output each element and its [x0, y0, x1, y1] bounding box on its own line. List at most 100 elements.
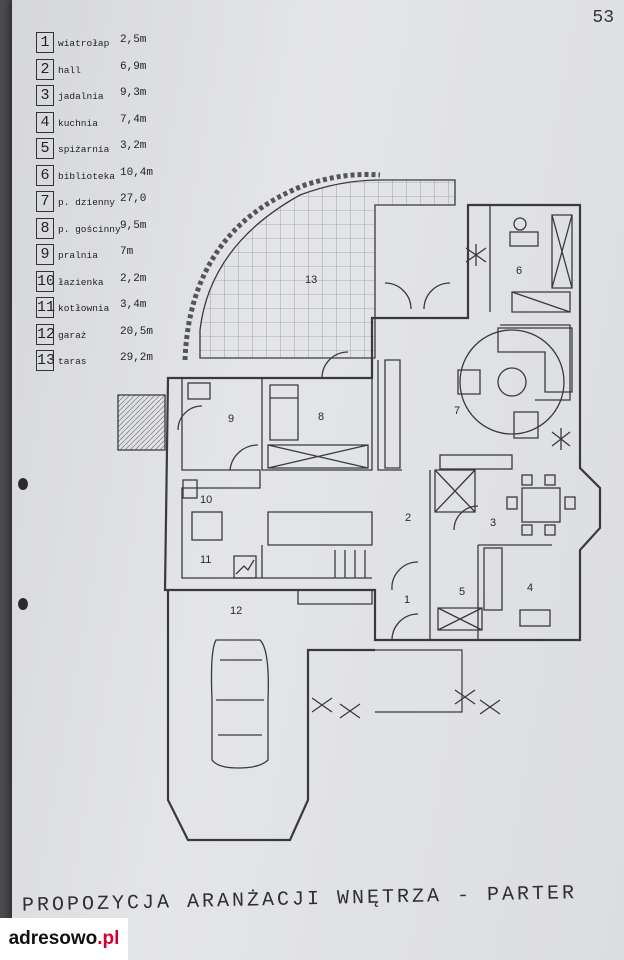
plant: [311, 244, 571, 719]
plan-label: 6: [516, 265, 522, 277]
legend-room-area: 2,2m: [120, 272, 147, 285]
armchair: [513, 411, 539, 439]
wall-line: [181, 378, 372, 579]
dining-chair: [521, 474, 533, 486]
legend-row: 2 hall 6,9m: [36, 57, 196, 84]
legend-room-name: pralnia: [58, 250, 98, 261]
car: [210, 639, 269, 769]
legend-room-name: p. gościnny: [58, 223, 121, 235]
plan-label: 10: [200, 494, 212, 506]
wall-line: [377, 360, 402, 471]
door-swing: [321, 351, 349, 379]
legend-room-name: kuchnia: [58, 117, 98, 129]
door-swing: [229, 444, 259, 471]
legend-number: 10: [36, 270, 56, 292]
plan-label: 1: [404, 594, 410, 606]
closet: [384, 359, 401, 469]
legend-room-name: taras: [58, 356, 87, 367]
plan-label: 8: [318, 411, 324, 423]
legend-number: 4: [36, 111, 54, 133]
watermark-tld: .pl: [97, 928, 120, 949]
door-swing: [391, 561, 419, 591]
staircase: [334, 550, 366, 578]
plan-label: 11: [200, 554, 211, 566]
legend-room-area: 2,5m: [120, 34, 147, 46]
legend-room-area: 9,3m: [120, 87, 147, 99]
legend-room-name: biblioteka: [58, 170, 116, 182]
kitchen-counter: [439, 454, 513, 470]
legend-number: 7: [36, 191, 54, 212]
page-number: 53: [592, 8, 614, 28]
washer: [187, 382, 211, 400]
plan-label: 12: [230, 605, 242, 617]
legend-row: 6 biblioteka 10,4m: [36, 163, 196, 190]
dining-chair: [544, 474, 556, 486]
legend-room-name: garaż: [58, 329, 87, 341]
legend-row: 4 kuchnia 7,4m: [36, 110, 196, 137]
plan-label: 5: [459, 586, 465, 598]
closet: [434, 469, 476, 513]
legend-room-name: p. dzienny: [58, 197, 116, 208]
legend-room-area: 3,2m: [120, 140, 147, 152]
sofa: [497, 327, 573, 393]
entry-fence: [308, 649, 463, 713]
legend-room-area: 6,9m: [120, 60, 147, 73]
closet: [267, 444, 369, 469]
wall-line: [261, 378, 373, 471]
legend-number: 5: [36, 138, 54, 159]
terrace-curve: [182, 171, 381, 361]
exterior-wall-main: [163, 203, 602, 642]
legend-room-area: 7m: [120, 246, 134, 258]
legend-number: 13: [36, 350, 56, 371]
legend-room-area: 27,0: [120, 193, 147, 205]
binder-hole: [18, 598, 28, 610]
bed: [269, 384, 299, 441]
door-swing: [177, 405, 203, 431]
wall-line: [500, 324, 571, 401]
dining-chair: [506, 496, 518, 510]
kitchen-counter: [519, 609, 551, 627]
plan-label: 7: [454, 405, 460, 417]
plan-label: 13: [305, 274, 317, 286]
wall-line: [267, 511, 373, 546]
door-swing: [453, 505, 479, 531]
legend-room-area: 3,4m: [120, 299, 147, 311]
bathtub: [191, 511, 223, 541]
legend-room-area: 7,4m: [120, 113, 147, 126]
coffee-table: [497, 367, 527, 397]
plan-label: 2: [405, 512, 411, 524]
legend-room-area: 29,2m: [120, 352, 154, 364]
closet: [551, 214, 573, 289]
legend-number: 2: [36, 58, 54, 80]
legend-room-area: 20,5m: [120, 325, 154, 338]
legend-room-area: 9,5m: [120, 219, 147, 232]
boiler: [233, 555, 257, 579]
door-swing: [384, 282, 451, 310]
watermark-brand: adresowo: [8, 928, 98, 949]
watermark-logo[interactable]: adresowo.pl: [0, 918, 128, 960]
legend-row: 7 p. dzienny 27,0: [36, 189, 196, 216]
terrace-paving: [199, 179, 456, 359]
legend-room-area: 10,4m: [120, 166, 154, 179]
closet: [437, 607, 483, 631]
legend-number: 8: [36, 217, 54, 239]
legend-room-name: jadalnia: [58, 91, 104, 102]
legend-room-name: hall: [58, 64, 81, 76]
closet: [297, 589, 373, 605]
legend-number: 6: [36, 164, 54, 186]
legend-room-name: łazienka: [58, 276, 104, 288]
dining-chair: [564, 496, 576, 510]
binder-hole: [18, 478, 28, 490]
plan-label: 4: [527, 582, 533, 594]
kitchen-counter: [483, 547, 503, 611]
